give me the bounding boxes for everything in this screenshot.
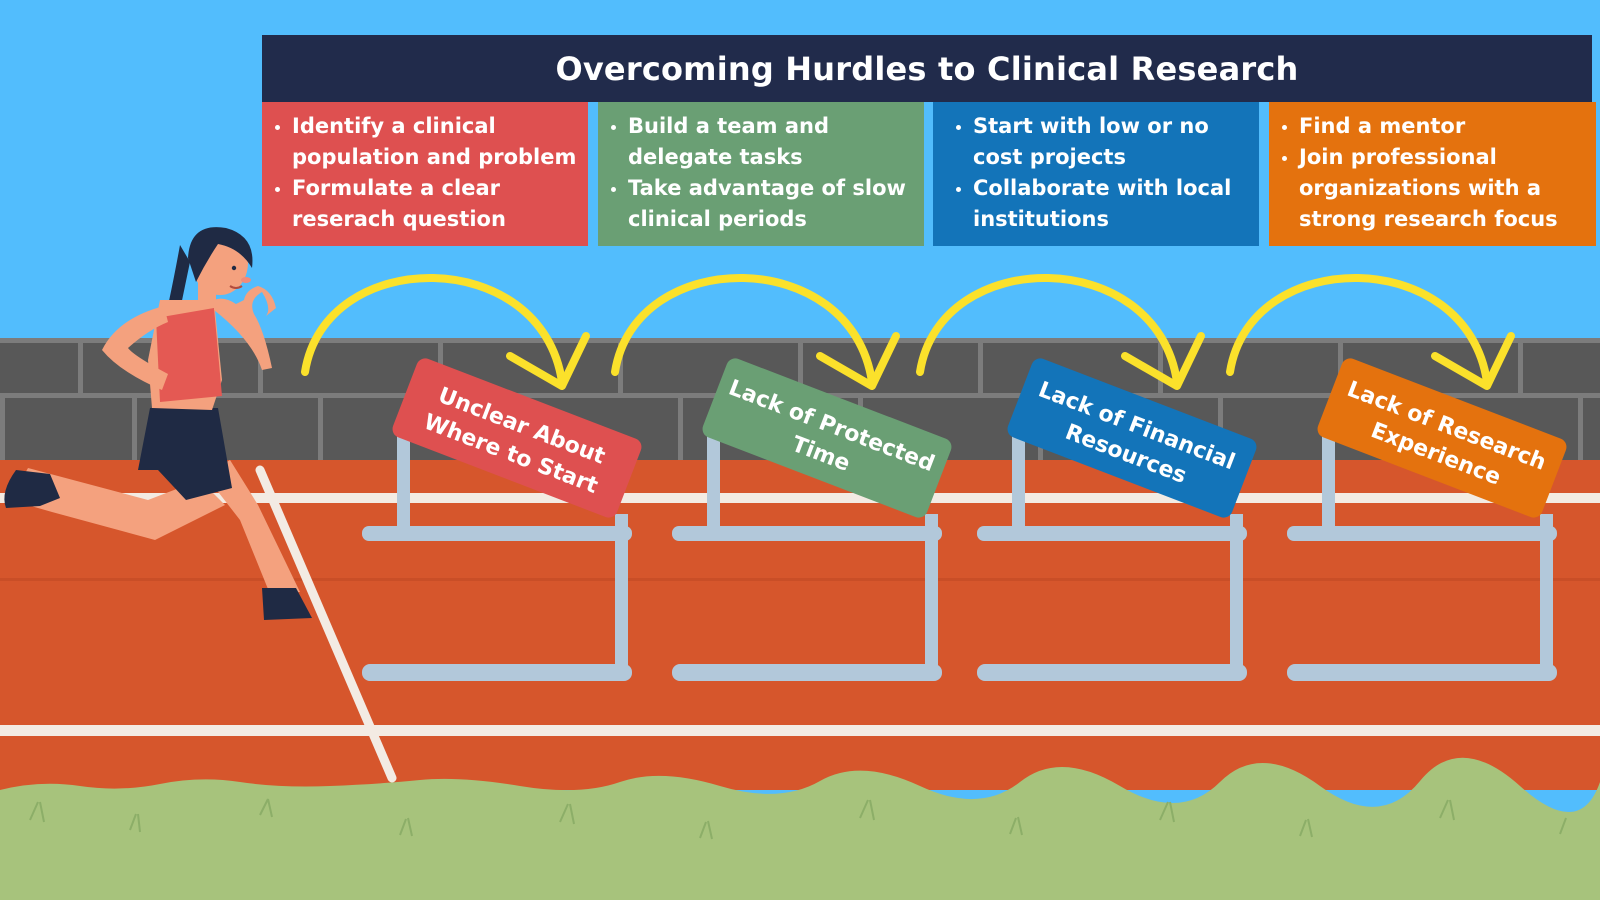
strategy-item: Start with low or no cost projects [973,111,1249,173]
runner-figure [4,227,312,620]
page-title: Overcoming Hurdles to Clinical Research [262,35,1592,102]
strategy-item: Formulate a clear reserach question [292,173,578,235]
jump-arrow-icon [916,274,1205,390]
jump-arrow-icon [301,274,590,390]
arrow-layer [301,274,1515,390]
strategy-box-1: Identify a clinical population and probl… [262,102,588,246]
strategy-box-3: Start with low or no cost projects Colla… [933,102,1259,246]
strategy-box-4: Find a mentor Join professional organiza… [1269,102,1596,246]
strategy-item: Identify a clinical population and probl… [292,111,578,173]
jump-arrow-icon [611,274,900,390]
strategy-item: Join professional organizations with a s… [1299,142,1586,235]
jump-arrow-icon [1226,274,1515,390]
track-diagonal-line [255,465,397,783]
strategy-item: Find a mentor [1299,111,1586,142]
strategy-item: Collaborate with local institutions [973,173,1249,235]
strategy-item: Take advantage of slow clinical periods [628,173,914,235]
strategy-item: Build a team and delegate tasks [628,111,914,173]
grass [0,757,1600,900]
strategy-box-2: Build a team and delegate tasks Take adv… [598,102,924,246]
